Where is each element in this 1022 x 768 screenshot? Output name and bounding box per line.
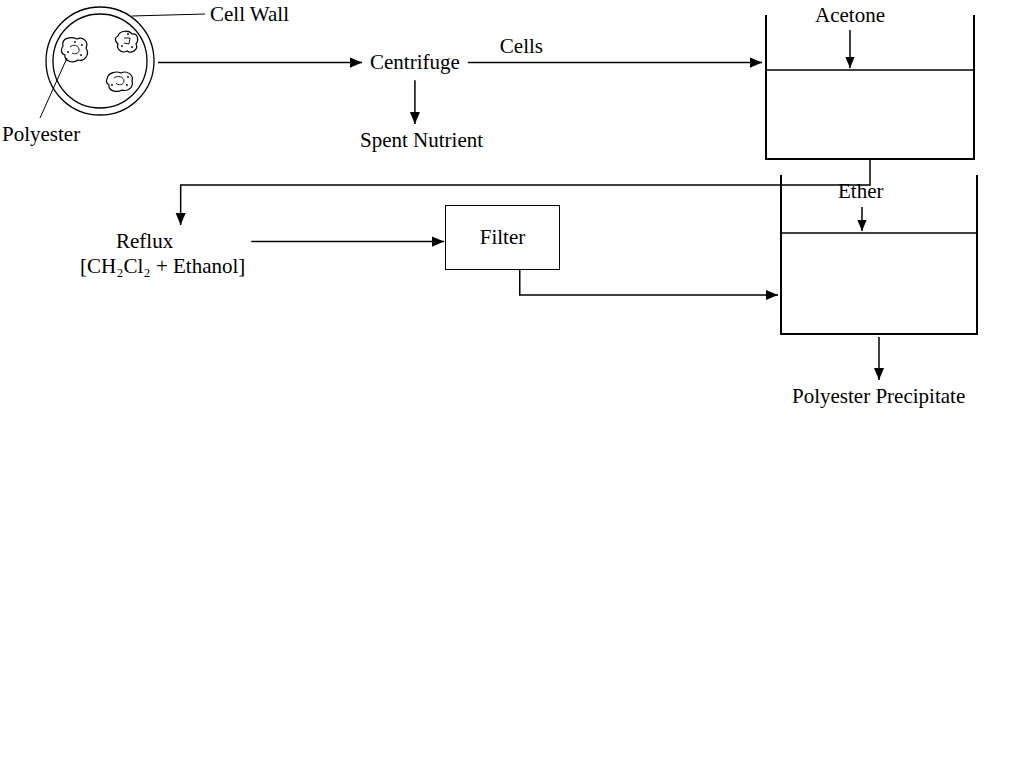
step-label: Reflux [116, 229, 245, 254]
process-step: Spent Nutrient [358, 127, 485, 154]
process-step: Centrifuge [368, 49, 462, 76]
flow-arrow [251, 241, 444, 243]
liquid-level [781, 232, 977, 234]
callout-label: Polyester [2, 122, 80, 147]
flow-arrow [520, 270, 778, 295]
cell-wall [46, 7, 154, 115]
callout-label: Cell Wall [210, 2, 289, 27]
reagent-label: [CH₂Cl₂ + Ethanol] [80, 254, 245, 279]
process-step: Reflux[CH₂Cl₂ + Ethanol] [78, 228, 247, 280]
solvent-label: Acetone [815, 3, 885, 28]
solvent-tank: Ether [780, 175, 978, 335]
solvent-feed-arrow [861, 207, 863, 231]
cell-wall-outline [45, 6, 155, 116]
cell-figure: Cell WallPolyester [45, 6, 155, 116]
process-step: Polyester Precipitate [790, 383, 967, 410]
polyester-granule [106, 72, 132, 91]
cell-membrane [53, 14, 147, 108]
filter-box: Filter [445, 205, 560, 270]
solvent-feed-arrow [849, 30, 851, 68]
step-label: Centrifuge [370, 50, 460, 75]
solvent-tank: Acetone [765, 15, 975, 160]
edge-label: Cells [498, 34, 545, 59]
flow-arrow [414, 80, 416, 124]
flow-arrow [468, 62, 762, 64]
step-label: Filter [480, 225, 526, 250]
liquid-level [766, 69, 974, 71]
tank-wall [781, 175, 977, 334]
leader-line [132, 14, 206, 16]
polyester-granule [61, 38, 87, 62]
tank-wall [766, 15, 974, 159]
flow-arrow [158, 62, 362, 64]
tank-outline [765, 15, 975, 160]
polyester-granule [115, 31, 137, 52]
solvent-label: Ether [838, 179, 883, 204]
flow-arrow [878, 337, 880, 380]
step-label: Polyester Precipitate [792, 384, 965, 409]
step-label: Spent Nutrient [360, 128, 483, 153]
